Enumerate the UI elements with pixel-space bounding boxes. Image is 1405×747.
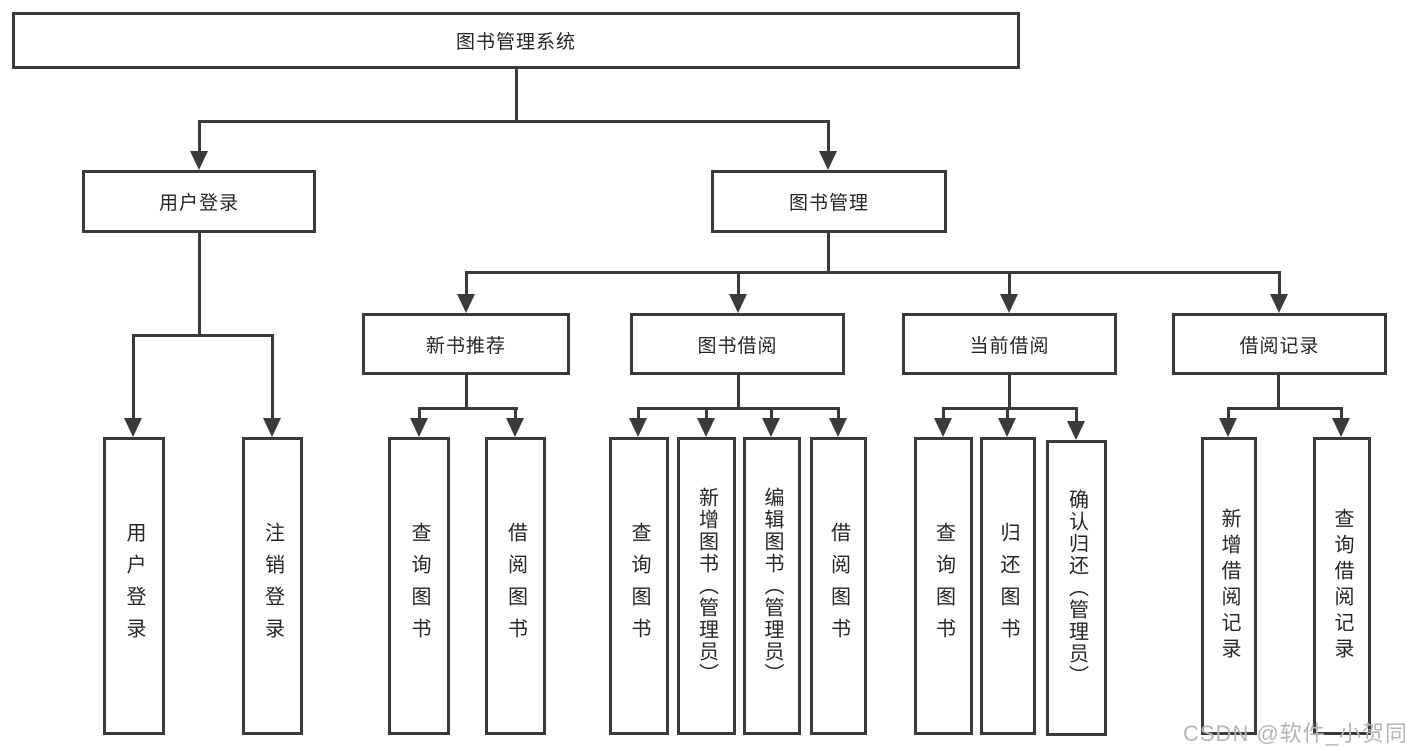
connector-line (827, 232, 830, 274)
node-user-login: 用户登录 (82, 170, 316, 233)
node-label: 图书管理 (788, 193, 869, 214)
node-current-borrow: 当前借阅 (902, 313, 1117, 375)
connector-line (1278, 271, 1281, 299)
leaf-query-borrow-record: 查询借阅记录 (1313, 437, 1371, 735)
connector-line (1006, 407, 1009, 425)
arrow-down-icon (998, 418, 1016, 437)
node-borrow-records: 借阅记录 (1172, 313, 1387, 375)
connector-line (418, 407, 421, 425)
arrow-down-icon (1270, 294, 1288, 313)
leaf-return-books: 归还图书 (980, 437, 1036, 735)
leaf-label: 借阅图书 (827, 522, 850, 650)
node-label: 用户登录 (158, 193, 239, 214)
node-label: 新书推荐 (425, 335, 506, 357)
leaf-borrow-books-2: 借阅图书 (810, 437, 867, 735)
leaf-edit-books-admin: 编辑图书（管理员） (743, 437, 801, 735)
node-book-borrow: 图书借阅 (630, 313, 845, 375)
connector-line (837, 407, 840, 425)
leaf-label: 确认归还（管理员） (1065, 489, 1088, 687)
connector-line (271, 334, 274, 422)
connector-line (515, 68, 518, 123)
leaf-label: 查询图书 (628, 522, 650, 650)
node-book-management: 图书管理 (711, 170, 947, 233)
connector-line (942, 407, 945, 425)
arrow-down-icon (457, 294, 475, 313)
connector-line (737, 271, 740, 299)
leaf-logout: 注销登录 (242, 437, 303, 735)
connector-line (705, 407, 708, 425)
connector-line (198, 120, 830, 123)
connector-line (418, 407, 518, 410)
node-root: 图书管理系统 (12, 12, 1020, 69)
arrow-down-icon (762, 418, 780, 437)
connector-line (1008, 374, 1011, 410)
connector-line (1008, 271, 1011, 299)
leaf-add-books-admin: 新增图书（管理员） (677, 437, 736, 735)
arrow-down-icon (1332, 418, 1350, 437)
connector-line (465, 374, 468, 410)
arrow-down-icon (729, 294, 747, 313)
connector-line (737, 374, 740, 410)
leaf-query-books-1: 查询图书 (388, 437, 450, 735)
connector-line (132, 334, 135, 422)
node-root-label: 图书管理系统 (455, 32, 576, 53)
leaf-label: 新增借阅记录 (1218, 508, 1240, 664)
leaf-confirm-return-admin: 确认归还（管理员） (1046, 440, 1107, 736)
connector-line (465, 271, 468, 299)
leaf-label: 查询图书 (408, 522, 430, 650)
arrow-down-icon (1067, 421, 1085, 440)
arrow-down-icon (819, 151, 837, 170)
node-label: 图书借阅 (697, 335, 778, 357)
arrow-down-icon (829, 418, 847, 437)
connector-line (198, 120, 201, 156)
leaf-label: 新增图书（管理员） (695, 487, 718, 685)
connector-line (514, 407, 517, 425)
arrow-down-icon (410, 418, 428, 437)
leaf-label: 查询图书 (932, 522, 955, 650)
connector-line (770, 407, 773, 425)
node-label: 借阅记录 (1239, 335, 1320, 357)
leaf-user-login: 用户登录 (103, 437, 165, 735)
connector-line (1277, 374, 1280, 410)
arrow-down-icon (506, 418, 524, 437)
node-label: 当前借阅 (969, 335, 1050, 357)
arrow-down-icon (190, 151, 208, 170)
leaf-label: 注销登录 (261, 522, 284, 650)
connector-line (942, 407, 1078, 410)
arrow-down-icon (263, 418, 281, 437)
leaf-query-books-3: 查询图书 (914, 437, 973, 735)
leaf-borrow-books-1: 借阅图书 (485, 437, 546, 735)
leaf-label: 借阅图书 (504, 522, 527, 650)
csdn-watermark: CSDN @软件_小贺同学 (1183, 721, 1405, 746)
arrow-down-icon (1219, 418, 1237, 437)
arrow-down-icon (934, 418, 952, 437)
arrow-down-icon (124, 418, 142, 437)
connector-line (637, 407, 840, 410)
arrow-down-icon (1000, 294, 1018, 313)
arrow-down-icon (629, 418, 647, 437)
arrow-down-icon (697, 418, 715, 437)
leaf-label: 用户登录 (123, 522, 145, 650)
connector-line (1227, 407, 1230, 425)
connector-line (1075, 407, 1078, 425)
connector-line (827, 120, 830, 156)
leaf-add-borrow-record: 新增借阅记录 (1201, 437, 1257, 735)
leaf-label: 编辑图书（管理员） (761, 487, 783, 685)
node-new-book-recommend: 新书推荐 (362, 313, 570, 375)
connector-line (198, 232, 201, 336)
leaf-query-books-2: 查询图书 (609, 437, 669, 735)
connector-line (132, 334, 274, 337)
leaf-label: 归还图书 (997, 522, 1019, 650)
leaf-label: 查询借阅记录 (1331, 508, 1353, 664)
connector-line (1227, 407, 1343, 410)
connector-line (465, 271, 1281, 274)
connector-line (637, 407, 640, 425)
connector-line (1340, 407, 1343, 425)
